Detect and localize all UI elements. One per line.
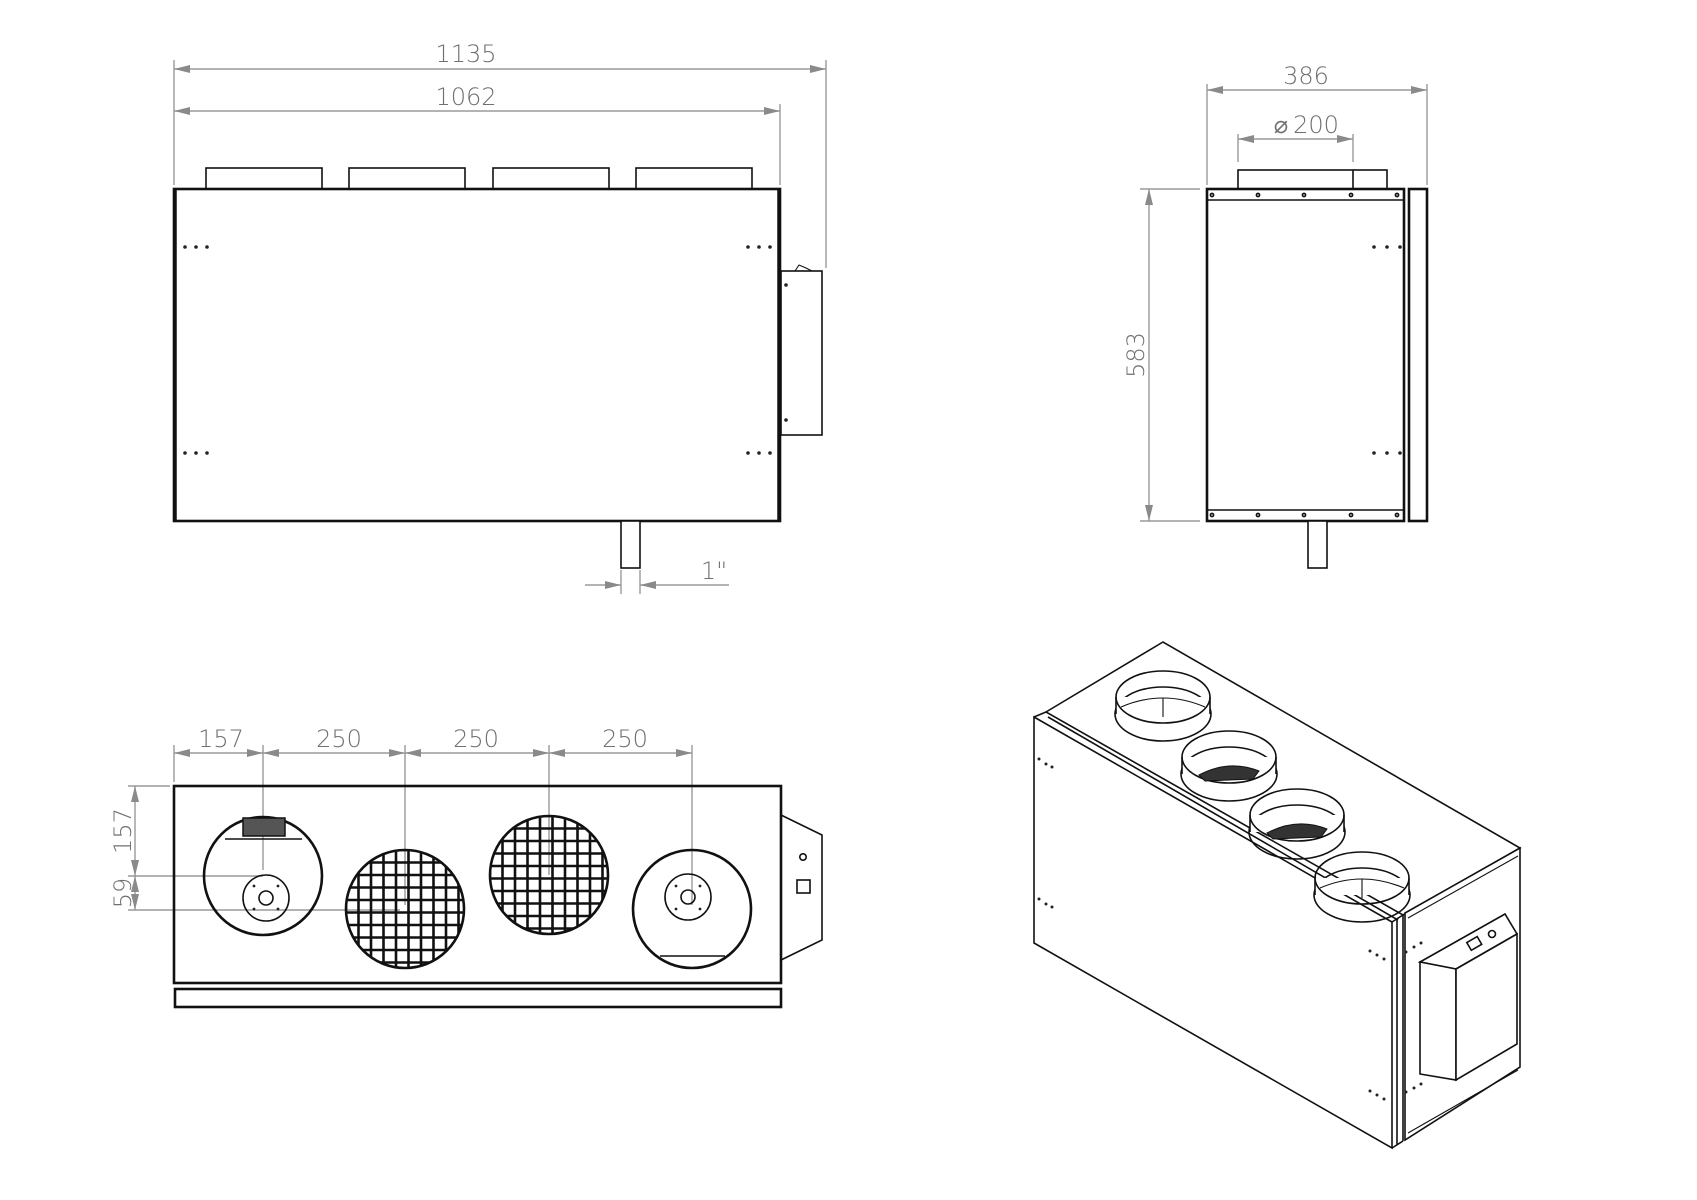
dimension-drain: 1": [585, 557, 729, 594]
side-plate: [173, 987, 783, 1009]
dimension-port-spacing: 157 250 250 250: [173, 725, 693, 905]
iso-filter-grille: [1266, 823, 1328, 840]
unit-body-top: [172, 784, 783, 985]
dimension-body-length: 1062: [174, 83, 781, 185]
iso-control-box: [1417, 912, 1519, 1082]
duct-collar: [492, 167, 610, 190]
duct-collar: [635, 167, 753, 190]
iso-indicator-light: [1487, 929, 1497, 939]
iso-duct-collar: [1114, 670, 1212, 742]
dimension-label-250: 250: [316, 725, 362, 753]
fan-port: [202, 815, 324, 937]
front-view: 1135 1062: [172, 40, 827, 594]
iso-duct-collars: [1114, 670, 1411, 923]
unit-body-side: [1205, 187, 1406, 523]
diameter-symbol: ⌀: [1274, 111, 1288, 139]
dimension-duct-diameter: ⌀ 200: [1237, 111, 1354, 162]
iso-duct-collar: [1313, 851, 1411, 923]
dimension-label-1062: 1062: [435, 83, 496, 111]
condensate-drain: [1307, 520, 1328, 569]
dimension-label-583: 583: [1122, 332, 1150, 378]
fan-port: [631, 848, 753, 970]
dimension-vertical: 157 59: [109, 785, 400, 911]
dimension-label-250: 250: [602, 725, 648, 753]
dimension-label-1135: 1135: [435, 40, 496, 68]
iso-duct-collar: [1180, 730, 1278, 802]
power-switch: [796, 879, 811, 894]
iso-power-switch: [1465, 935, 1483, 952]
screw-holes: [1037, 757, 1423, 1101]
fan-grille: [242, 817, 286, 837]
duct-collar: [1237, 169, 1388, 190]
dimension-label-250: 250: [453, 725, 499, 753]
screw-holes: [1209, 192, 1402, 518]
top-view: 157 250 250 250 157 59: [109, 725, 823, 1009]
dimension-label-59: 59: [109, 878, 137, 909]
unit-body: [172, 187, 782, 523]
indicator-light: [798, 852, 807, 861]
side-plate: [1407, 187, 1429, 523]
dimension-depth: 386: [1206, 62, 1428, 185]
control-box: [780, 814, 823, 961]
isometric-view: [1033, 641, 1522, 1150]
duct-collars: [205, 167, 753, 190]
dimension-label-157: 157: [198, 725, 244, 753]
control-box: [780, 264, 823, 436]
iso-duct-collar: [1248, 788, 1346, 860]
condensate-drain: [620, 520, 641, 569]
dimension-label-drain: 1": [701, 557, 727, 585]
iso-filter-grille: [1198, 765, 1260, 782]
dimension-label-200: 200: [1293, 111, 1339, 139]
dimension-label-386: 386: [1283, 62, 1329, 90]
dimension-label-157-vertical: 157: [109, 808, 137, 854]
screw-holes: [183, 245, 772, 455]
duct-collar: [348, 167, 466, 190]
duct-collar: [205, 167, 323, 190]
side-view: 386 ⌀ 200 583: [1122, 62, 1429, 569]
dimension-height: 583: [1122, 188, 1200, 522]
dimension-overall-length: 1135: [173, 40, 827, 268]
